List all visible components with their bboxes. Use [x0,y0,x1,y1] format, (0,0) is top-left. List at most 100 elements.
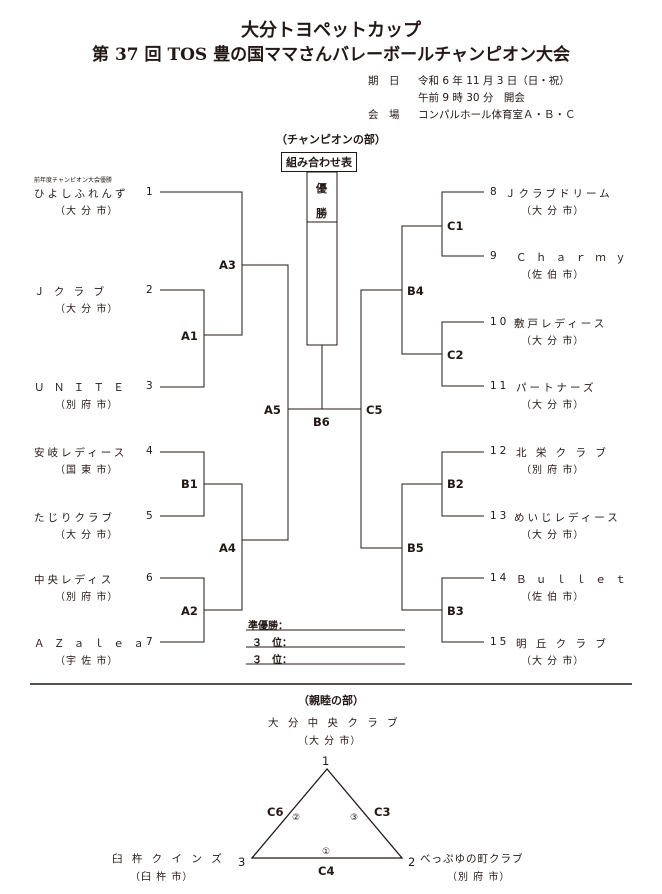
bracket-line [441,191,484,257]
friendship-team-city: （別 府 市） [447,872,511,883]
team-number: 13 [490,510,510,522]
friendship-team-name: 臼 杵 ク イ ン ズ [112,853,225,865]
venue-value: コンパルホール体育室Ａ・Ｂ・Ｃ [418,109,576,121]
team-city: （大 分 市） [521,400,585,411]
team-name: 明 丘 ク ラ ブ [516,638,609,650]
team-city: （大 分 市） [55,304,119,315]
prev-champion-note: 前年度チャンピオン大会優勝 [34,177,112,184]
friendship-team-city: （大 分 市） [298,736,362,747]
friendship-team-number: 3 [238,855,246,869]
match-label-b4: B4 [407,284,424,298]
match-label-b3: B3 [447,604,464,618]
team-city: （大 分 市） [521,336,585,347]
friendship-team-name: 大 分 中 央 ク ラ ブ [268,717,401,729]
bracket-line [441,577,484,643]
team-name: 安岐レディース [34,447,128,459]
team-city: （別 府 市） [55,592,119,603]
team-city: （国 東 市） [55,465,119,476]
team-city: （別 府 市） [55,400,119,411]
match-order-2: ② [292,813,301,823]
team-city: （大 分 市） [521,656,585,667]
team-number: 11 [490,380,510,392]
match-label-b5: B5 [407,541,424,555]
third-place-label: ３ 位： [252,638,292,649]
team-number: 1 [146,186,156,198]
team-name: Ｕ Ｎ Ｉ Ｔ Ｅ [34,382,127,394]
team-name: パートナーズ [516,382,597,394]
match-label-c2: C2 [447,348,464,362]
friendship-team-number: 2 [408,855,416,869]
team-name: 北 栄 ク ラ ブ [516,447,609,459]
team-number: 12 [490,445,510,457]
team-city: （大 分 市） [55,206,119,217]
friendship-heading: （親睦の部） [298,694,364,707]
team-name: Ａ Ｚ ａ ｌ ｅ ａ [34,638,147,650]
bracket-line [242,264,289,541]
team-number: 5 [146,510,156,522]
bracket-line [401,483,442,611]
friendship-team-city: （臼 杵 市） [130,872,194,883]
page-title: 大分トヨペットカップ [241,20,421,41]
friendship-triangle [250,767,404,859]
team-number: 3 [146,380,156,392]
third-place-label: ３ 位： [252,655,292,666]
match-label-b2: B2 [447,477,464,491]
bracket-line [160,577,205,643]
edge-label-c3: C3 [374,805,391,819]
match-label-b1: B1 [181,477,198,491]
match-label-a3: A3 [219,258,236,272]
team-name: 中央レディス [34,574,115,586]
team-number: 4 [146,445,156,457]
team-name: たじりクラブ [34,512,115,524]
team-number: 14 [490,572,510,584]
match-label-b6: B6 [313,415,330,429]
team-name: Ｃ ｈ ａ ｒ ｍ ｙ [516,252,629,264]
team-name: めいじレディース [514,512,621,524]
match-order-1: ① [322,847,331,857]
match-order-3: ③ [350,813,359,823]
match-label-a1: A1 [181,329,198,343]
pairing-label: 組み合わせ表 [281,152,357,172]
team-number: 15 [490,636,510,648]
match-label-a5: A5 [264,403,281,417]
team-name: 敷戸レディース [514,318,608,330]
match-label-a2: A2 [181,604,198,618]
team-number: 6 [146,572,156,584]
team-city: （大 分 市） [521,206,585,217]
winner-char: 勝 [316,207,327,220]
team-name: Ｂ ｕ ｌ ｌ ｅ ｔ [516,574,629,586]
friendship-team-name: べっぷゆの町クラブ [420,853,524,865]
team-city: （宇 佐 市） [55,656,119,667]
time-value: 午前 9 時 30 分 開会 [418,92,525,104]
team-number: 8 [490,186,500,198]
winner-box [306,171,338,346]
team-number: 9 [490,250,500,262]
bracket-line [360,289,402,549]
date-value: 令和 6 年 11 月 3 日（日・祝） [418,75,570,87]
team-name: Ｊクラブドリーム [505,188,613,200]
bracket-line [441,321,484,387]
team-name: Ｊ ク ラ ブ [34,286,108,298]
team-city: （大 分 市） [521,530,585,541]
team-city: （大 分 市） [55,530,119,541]
bracket-line [160,191,243,336]
winner-char: 優 [316,182,327,195]
team-number: 7 [146,636,156,648]
page-subtitle: 第 37 回 TOS 豊の国ママさんバレーボールチャンピオン大会 [92,45,570,65]
venue-label: 会 場 [368,109,400,121]
date-label: 期 日 [368,75,400,87]
team-name: ひよしふれんず [34,188,129,200]
friendship-team-number: 1 [322,754,330,768]
edge-label-c4: C4 [318,864,335,878]
edge-label-c6: C6 [267,805,284,819]
team-city: （佐 伯 市） [521,592,585,603]
team-number: 10 [490,316,510,328]
bracket-line [204,483,243,611]
team-city: （別 府 市） [521,465,585,476]
match-label-a4: A4 [219,541,236,555]
match-label-c5: C5 [366,403,383,417]
bracket-line [160,289,205,388]
team-city: （佐 伯 市） [521,270,585,281]
runner-up-label: 準優勝： [248,621,288,632]
